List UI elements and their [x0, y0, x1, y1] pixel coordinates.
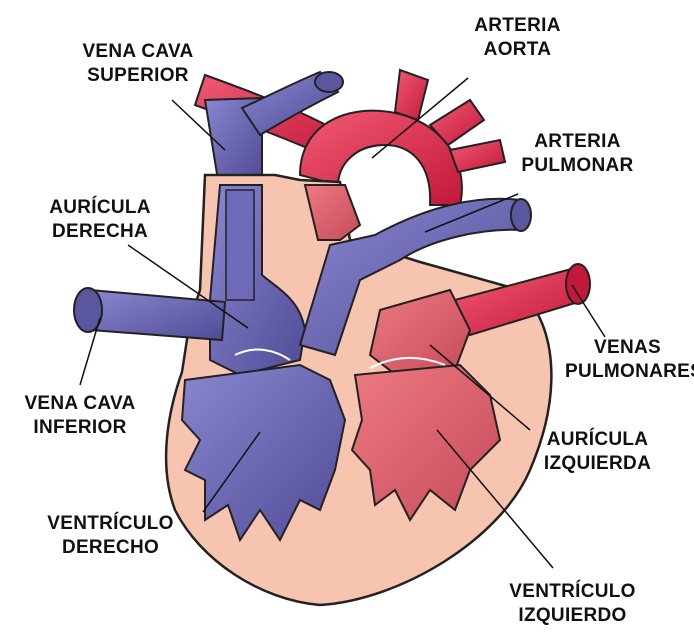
label-arteria-aorta: ARTERIA AORTA	[460, 14, 575, 62]
label-venas-pulmonares: VENAS PULMONARES	[565, 336, 690, 384]
label-vena-cava-inferior: VENA CAVA INFERIOR	[10, 392, 150, 440]
label-ventriculo-izquierdo: VENTRÍCULO IZQUIERDO	[500, 580, 645, 628]
label-arteria-pulmonar: ARTERIA PULMONAR	[505, 130, 650, 178]
label-auricula-derecha: AURÍCULA DERECHA	[30, 196, 170, 244]
label-auricula-izquierda: AURÍCULA IZQUIERDA	[530, 428, 665, 476]
label-vena-cava-superior: VENA CAVA SUPERIOR	[58, 40, 218, 88]
label-ventriculo-derecho: VENTRÍCULO DERECHO	[38, 512, 183, 560]
